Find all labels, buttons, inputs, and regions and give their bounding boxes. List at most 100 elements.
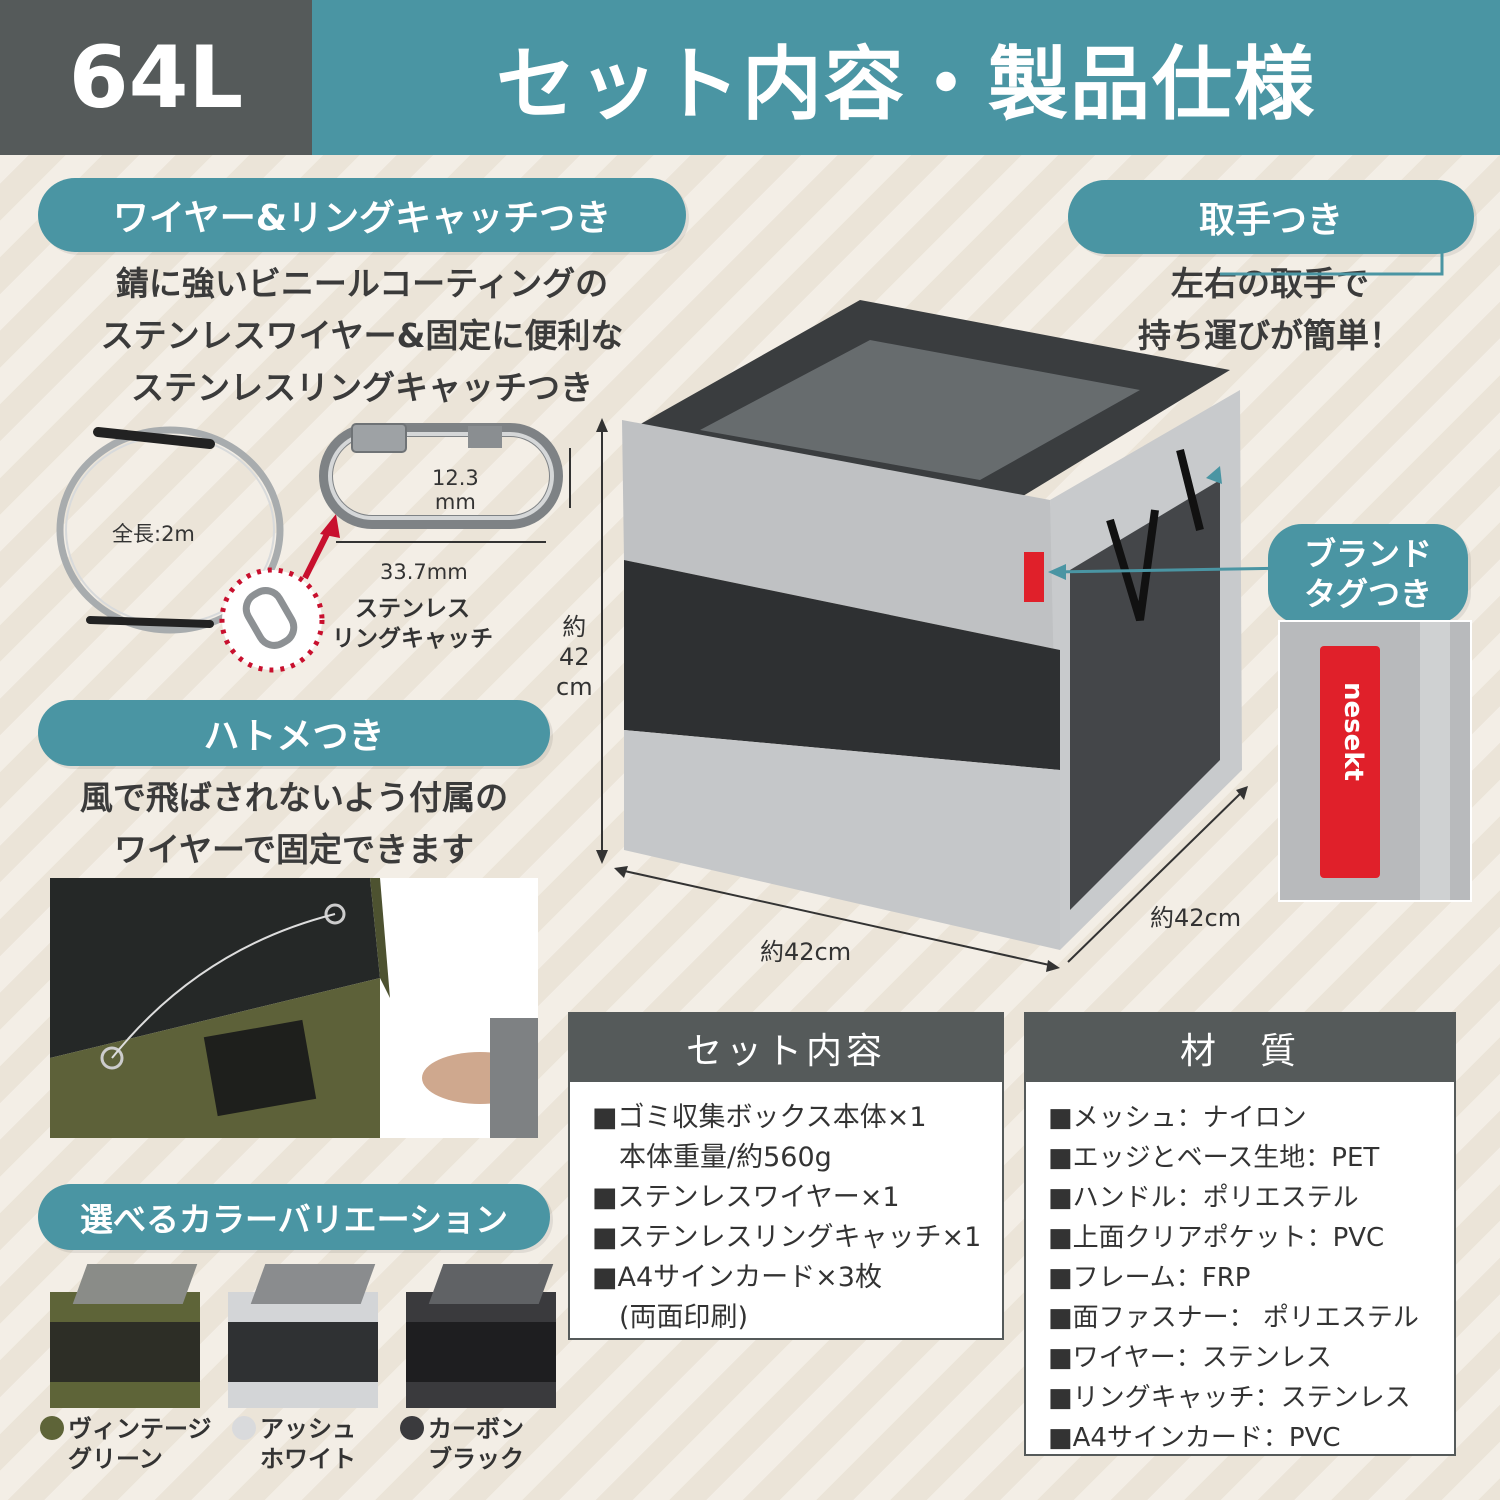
- wire-desc-line-3: ステンレスリングキャッチつき: [131, 368, 593, 407]
- brand-tag-pill: ブランド タグつき: [1268, 524, 1468, 624]
- photo-olive-edge: [370, 878, 390, 998]
- variant-white[interactable]: アッシュ ホワイト: [232, 1414, 356, 1474]
- set-item: ■A4サインカード×3枚: [592, 1262, 882, 1293]
- photo-velcro: [203, 1019, 317, 1117]
- color-swatches: [40, 1262, 560, 1412]
- set-item: (両面印刷): [592, 1302, 749, 1333]
- height-dim-bottom: [596, 850, 608, 864]
- brand-tag-text: nesekt: [1338, 682, 1368, 781]
- variant-green-image: [40, 1262, 200, 1412]
- box-handle-left: [1176, 449, 1204, 531]
- capacity-badge: 64L: [0, 0, 312, 155]
- ring-catch-shine: [328, 432, 554, 520]
- brand-tag-edge: [1420, 622, 1450, 900]
- ring-name-line-2: リングキャッチ: [332, 626, 493, 652]
- box-front-mesh: [624, 560, 1060, 770]
- width-dim-left: [614, 866, 628, 878]
- set-item: 本体重量/約560g: [592, 1142, 832, 1173]
- white-dot-icon: [232, 1416, 256, 1440]
- material-item: ■上面クリアポケット：PVC: [1048, 1223, 1385, 1253]
- photo-grommet-top: [324, 903, 346, 925]
- width-dim-line: [619, 869, 1055, 967]
- variant-green[interactable]: ヴィンテージ グリーン: [40, 1414, 212, 1474]
- variant-black-line-2: ブラック: [428, 1445, 524, 1473]
- wire-sleeve-bottom: [86, 616, 214, 628]
- materials-table: 材 質 ■メッシュ：ナイロン ■エッジとベース生地：PET ■ハンドル：ポリエス…: [1024, 1012, 1456, 1456]
- handle-leader-line: [1220, 240, 1444, 276]
- ring-catch-large: [319, 423, 563, 529]
- height-label-2: 42: [559, 643, 590, 671]
- brand-pill-line-2: タグつき: [1303, 575, 1432, 613]
- box-front-flap: [622, 420, 1060, 650]
- wire-desc-line-1: 錆に強いビニールコーティングの: [115, 264, 609, 303]
- photo-wire: [111, 913, 336, 1059]
- grommet-desc-line-1: 風で飛ばされないよう付属の: [79, 778, 509, 817]
- brand-pill-line-1: ブランド: [1303, 535, 1432, 573]
- grommet-photo: [50, 878, 538, 1138]
- ring-name-line-1: ステンレス: [355, 596, 470, 622]
- box-brand-tag: [1024, 552, 1044, 602]
- brand-tag-red: [1320, 646, 1380, 878]
- material-item: ■メッシュ：ナイロン: [1048, 1103, 1307, 1133]
- page-title: セット内容・製品仕様: [312, 0, 1500, 155]
- set-contents-list: ■ゴミ収集ボックス本体×1 本体重量/約560g ■ステンレスワイヤー×1 ■ス…: [570, 1082, 1002, 1354]
- set-item: ■ステンレスリングキャッチ×1: [592, 1222, 982, 1253]
- black-dot-icon: [400, 1416, 424, 1440]
- tag-leader-line: [1051, 566, 1280, 574]
- photo-inner-dark: [50, 878, 380, 1058]
- box-clear-pocket: [700, 340, 1140, 480]
- wire-length-label: 全長:2m: [112, 522, 195, 546]
- wire-ring-illustration: [56, 423, 571, 673]
- ring-catch-thread: [468, 426, 502, 448]
- height-label-1: 約: [562, 613, 587, 641]
- ring-height-unit: mm: [434, 490, 476, 514]
- handle-desc-line-2: 持ち運びが簡単！: [1138, 316, 1402, 355]
- variant-black-line-1: カーボン: [428, 1415, 524, 1443]
- variant-black[interactable]: カーボン ブラック: [400, 1414, 524, 1474]
- materials-list: ■メッシュ：ナイロン ■エッジとベース生地：PET ■ハンドル：ポリエステル ■…: [1026, 1082, 1454, 1474]
- width-label: 約42cm: [760, 938, 852, 966]
- product-box-illustration: [596, 300, 1280, 972]
- ring-zoom-circle: [219, 567, 325, 673]
- variant-green-line-1: ヴィンテージ: [68, 1415, 212, 1443]
- grommet-desc-line-2: ワイヤーで固定できます: [113, 830, 475, 869]
- handle-description: 左右の取手で 持ち運びが簡単！: [1090, 258, 1450, 362]
- colors-pill: 選べるカラーバリエーション: [38, 1184, 550, 1250]
- handle-arrow-head: [1206, 466, 1222, 484]
- set-item: ■ゴミ収集ボックス本体×1: [592, 1102, 927, 1133]
- height-dim-top: [596, 418, 608, 432]
- material-item: ■面ファスナー： ポリエステル: [1048, 1303, 1419, 1333]
- ring-height-label: 12.3 mm: [432, 466, 479, 514]
- ring-catch-nut: [351, 423, 407, 453]
- wire-desc-line-2: ステンレスワイヤー&固定に便利な: [100, 316, 624, 355]
- grommet-photo-svg: [50, 878, 538, 1138]
- brand-tag-photo: nesekt: [1278, 620, 1472, 902]
- material-item: ■リングキャッチ：ステンレス: [1048, 1383, 1411, 1413]
- tag-leader-head: [1048, 564, 1066, 580]
- green-dot-icon: [40, 1416, 64, 1440]
- zoom-arrow-head: [320, 514, 340, 538]
- photo-grommet-bottom: [100, 1046, 124, 1070]
- box-right-mesh: [1070, 480, 1220, 910]
- grommet-description: 風で飛ばされないよう付属の ワイヤーで固定できます: [28, 772, 560, 876]
- variant-white-line-1: アッシュ: [260, 1415, 356, 1443]
- ring-width-label: 33.7mm: [380, 560, 468, 584]
- ring-height-value: 12.3: [432, 466, 479, 490]
- wire-sleeve-top: [93, 427, 215, 449]
- wire-description: 錆に強いビニールコーティングの ステンレスワイヤー&固定に便利な ステンレスリン…: [28, 258, 696, 414]
- material-item: ■フレーム：FRP: [1048, 1263, 1251, 1293]
- width-dim-right: [1046, 960, 1060, 972]
- depth-dim-top: [1236, 786, 1248, 800]
- materials-heading: 材 質: [1026, 1014, 1454, 1082]
- material-item: ■ハンドル：ポリエステル: [1048, 1183, 1359, 1213]
- ring-small: [242, 587, 298, 649]
- box-handle-right: [1106, 509, 1159, 622]
- set-contents-table: セット内容 ■ゴミ収集ボックス本体×1 本体重量/約560g ■ステンレスワイヤ…: [568, 1012, 1004, 1340]
- variant-black-image: [396, 1262, 556, 1412]
- zoom-arrow-line: [302, 526, 333, 580]
- variant-green-line-2: グリーン: [68, 1445, 163, 1473]
- handle-leader: [1220, 240, 1444, 276]
- material-item: ■ワイヤー：ステンレス: [1048, 1343, 1332, 1373]
- height-label-3: cm: [556, 673, 593, 701]
- height-label: 約 42 cm: [556, 612, 593, 702]
